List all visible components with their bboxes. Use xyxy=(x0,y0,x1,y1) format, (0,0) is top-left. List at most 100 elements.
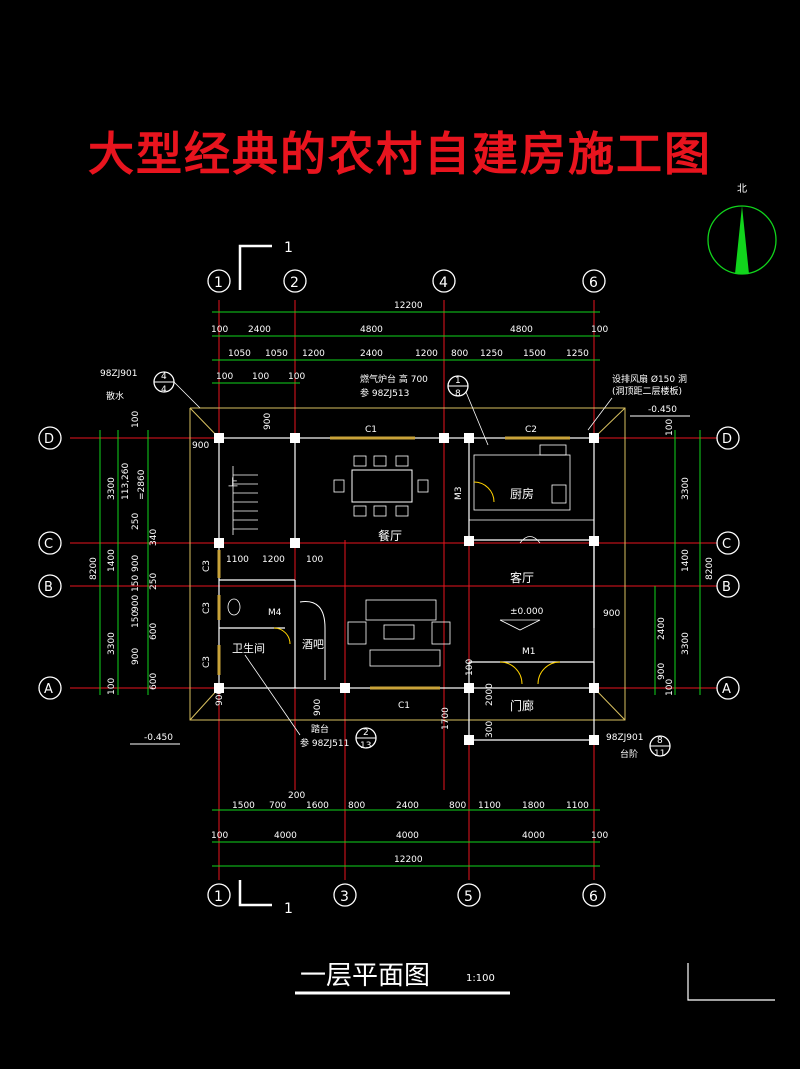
svg-text:4: 4 xyxy=(439,275,448,291)
svg-text:C3: C3 xyxy=(202,560,212,572)
svg-text:1: 1 xyxy=(214,275,223,291)
svg-text:D: D xyxy=(44,432,54,447)
svg-text:900: 900 xyxy=(603,609,620,619)
svg-text:1: 1 xyxy=(214,889,223,905)
svg-text:2000: 2000 xyxy=(485,683,495,706)
svg-text:100: 100 xyxy=(107,678,117,695)
svg-text:100: 100 xyxy=(306,555,323,565)
svg-text:1700: 1700 xyxy=(441,707,451,730)
svg-text:100: 100 xyxy=(288,372,305,382)
axis-bubbles-right: D C B A xyxy=(716,426,740,700)
svg-text:(洞顶距二层楼板): (洞顶距二层楼板) xyxy=(612,385,682,397)
svg-text:4000: 4000 xyxy=(522,831,545,841)
opening-labels: C1 C2 C1 C3 C3 C3 M1 M3 M4 xyxy=(202,425,537,711)
svg-text:C: C xyxy=(44,537,53,552)
svg-text:13: 13 xyxy=(360,741,371,751)
svg-text:250: 250 xyxy=(149,573,159,590)
north-arrow-icon: 北 xyxy=(707,183,777,275)
svg-text:900: 900 xyxy=(131,595,141,612)
svg-text:A: A xyxy=(722,682,731,697)
svg-text:98ZJ901: 98ZJ901 xyxy=(100,369,137,379)
svg-text:1050: 1050 xyxy=(265,349,288,359)
svg-text:-0.450: -0.450 xyxy=(144,733,173,743)
svg-text:4000: 4000 xyxy=(274,831,297,841)
svg-text:M1: M1 xyxy=(522,647,536,657)
svg-text:8: 8 xyxy=(455,389,461,399)
svg-text:M4: M4 xyxy=(268,608,282,618)
room-labels: 餐厅 厨房 客厅 卫生间 酒吧 门廊 上 xyxy=(228,477,534,713)
svg-text:600: 600 xyxy=(149,623,159,640)
svg-text:200: 200 xyxy=(288,791,305,801)
svg-text:±0.000: ±0.000 xyxy=(510,607,544,617)
svg-text:700: 700 xyxy=(269,801,286,811)
svg-text:3300: 3300 xyxy=(107,632,117,655)
svg-text:800: 800 xyxy=(449,801,466,811)
svg-text:900: 900 xyxy=(657,663,667,680)
svg-text:1500: 1500 xyxy=(523,349,546,359)
svg-text:4: 4 xyxy=(161,385,167,395)
sheet-title: 一层平面图 xyxy=(300,961,431,991)
north-label: 北 xyxy=(737,183,747,195)
svg-text:4800: 4800 xyxy=(510,325,533,335)
svg-text:1100: 1100 xyxy=(566,801,589,811)
svg-text:3300: 3300 xyxy=(681,632,691,655)
svg-text:12200: 12200 xyxy=(394,855,423,865)
svg-text:100: 100 xyxy=(591,325,608,335)
svg-text:250: 250 xyxy=(131,513,141,530)
svg-text:900: 900 xyxy=(131,555,141,572)
section-mark-top: 1 xyxy=(238,240,293,290)
svg-text:900: 900 xyxy=(263,413,273,430)
svg-text:900: 900 xyxy=(192,441,209,451)
svg-text:2400: 2400 xyxy=(396,801,419,811)
svg-text:-0.450: -0.450 xyxy=(648,405,677,415)
svg-text:1050: 1050 xyxy=(228,349,251,359)
svg-text:1: 1 xyxy=(284,901,293,917)
svg-text:C3: C3 xyxy=(202,602,212,614)
svg-text:B: B xyxy=(44,580,53,595)
svg-text:113,260: 113,260 xyxy=(121,463,131,500)
svg-text:台阶: 台阶 xyxy=(620,748,638,760)
svg-text:900: 900 xyxy=(131,648,141,665)
svg-text:6: 6 xyxy=(589,889,598,905)
svg-text:150: 150 xyxy=(131,575,141,592)
svg-text:150: 150 xyxy=(131,611,141,628)
svg-text:100: 100 xyxy=(252,372,269,382)
svg-text:设排风扇 Ø150 洞: 设排风扇 Ø150 洞 xyxy=(612,373,687,385)
svg-text:D: D xyxy=(722,432,732,447)
svg-text:900: 900 xyxy=(313,699,323,716)
svg-text:100: 100 xyxy=(211,325,228,335)
walls xyxy=(214,433,599,745)
svg-text:100: 100 xyxy=(131,411,141,428)
svg-text:4000: 4000 xyxy=(396,831,419,841)
svg-text:4: 4 xyxy=(161,372,167,382)
svg-text:2: 2 xyxy=(363,728,369,738)
room-kitchen: 厨房 xyxy=(510,486,534,501)
svg-text:100: 100 xyxy=(211,831,228,841)
svg-text:B: B xyxy=(722,580,731,595)
svg-text:8200: 8200 xyxy=(89,557,99,580)
svg-text:3: 3 xyxy=(340,889,349,905)
svg-text:1400: 1400 xyxy=(681,549,691,572)
svg-text:参 98ZJ513: 参 98ZJ513 xyxy=(360,387,409,399)
svg-text:踏台: 踏台 xyxy=(311,723,329,735)
room-living: 客厅 xyxy=(510,570,534,585)
svg-text:100: 100 xyxy=(216,372,233,382)
svg-text:1250: 1250 xyxy=(566,349,589,359)
svg-text:2: 2 xyxy=(290,275,299,291)
svg-text:C3: C3 xyxy=(202,656,212,668)
svg-text:5: 5 xyxy=(464,889,473,905)
room-bar: 酒吧 xyxy=(302,638,324,651)
svg-text:100: 100 xyxy=(465,659,475,676)
svg-text:C2: C2 xyxy=(525,425,537,435)
dimensions-right: 8200 3300 1400 3300 100 2400 900 100 xyxy=(654,419,715,696)
svg-text:12200: 12200 xyxy=(394,301,423,311)
svg-text:C1: C1 xyxy=(365,425,377,435)
svg-text:1100: 1100 xyxy=(478,801,501,811)
svg-text:800: 800 xyxy=(348,801,365,811)
svg-text:3300: 3300 xyxy=(107,477,117,500)
svg-text:C1: C1 xyxy=(398,701,410,711)
dimensions-left: 8200 3300 1400 3300 100 113,260 =2860 25… xyxy=(89,411,159,695)
corner-mark xyxy=(687,963,775,1001)
svg-text:1200: 1200 xyxy=(415,349,438,359)
